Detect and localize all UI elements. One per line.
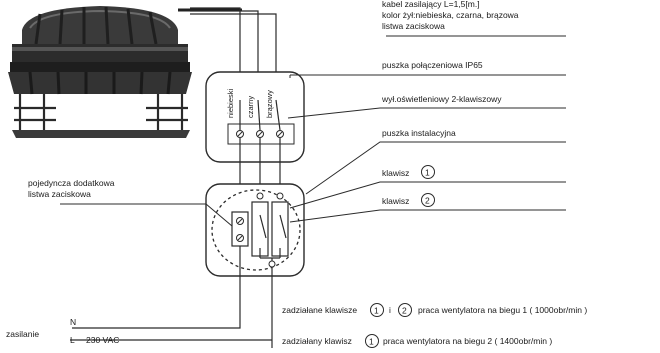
fan-illustration	[8, 6, 242, 138]
key1-number-circle	[421, 165, 435, 179]
installation-box-dashed-outline	[211, 189, 301, 271]
leader-lines	[60, 35, 566, 227]
info1-prefix: zadziałane klawisze	[282, 305, 357, 315]
supply-l-label: L	[70, 335, 75, 345]
info-line-1: zadziałane klawisze 1 i 2 praca wentylat…	[282, 303, 587, 317]
supply-voltage: 230 VAC	[86, 335, 119, 345]
supply-label: zasilanie	[6, 329, 39, 339]
install-box-label: puszka instalacyjna	[382, 128, 456, 138]
info1-num1: 1	[374, 306, 379, 316]
switch-label: wył.oświetleniowy 2-klawiszowy	[381, 94, 502, 104]
key1-number: 1	[425, 168, 430, 178]
terminal-screws	[236, 130, 284, 138]
key1-label: klawisz	[382, 168, 409, 178]
extra-strip-label-1: pojedyncza dodatkowa	[28, 178, 115, 188]
info-line-2: zadziałany klawisz 1 praca wentylatora n…	[282, 334, 552, 348]
info2-suffix: praca wentylatora na biegu 2 ( 1400obr/m…	[383, 336, 552, 346]
wire-label-brown: brązowy	[265, 90, 274, 118]
wire-label-black: czarny	[246, 96, 255, 118]
extra-strip-label-2: listwa zaciskowa	[28, 189, 91, 199]
info1-suffix: praca wentylatora na biegu 1 ( 1000obr/m…	[418, 305, 587, 315]
key2-label: klawisz	[382, 196, 409, 206]
cable-label-3: listwa zaciskowa	[382, 21, 445, 31]
two-key-switch	[251, 192, 289, 268]
junction-box-label: puszka połączeniowa IP65	[382, 60, 483, 70]
supply-wire-n	[72, 246, 241, 329]
junction-box	[205, 71, 305, 163]
key2-number-circle	[421, 193, 435, 207]
info2-prefix: zadziałany klawisz	[282, 336, 352, 346]
supply-n-label: N	[70, 317, 76, 327]
cable-label-2: kolor żył:niebieska, czarna, brązowa	[382, 10, 519, 20]
wire-label-blue: niebieski	[226, 88, 235, 118]
info1-conj: i	[389, 305, 391, 315]
info1-num2: 2	[402, 306, 407, 316]
key2-number: 2	[425, 196, 430, 206]
cable-label-1: kabel zasilający L=1,5[m.]	[382, 0, 480, 9]
info2-num: 1	[369, 337, 374, 347]
